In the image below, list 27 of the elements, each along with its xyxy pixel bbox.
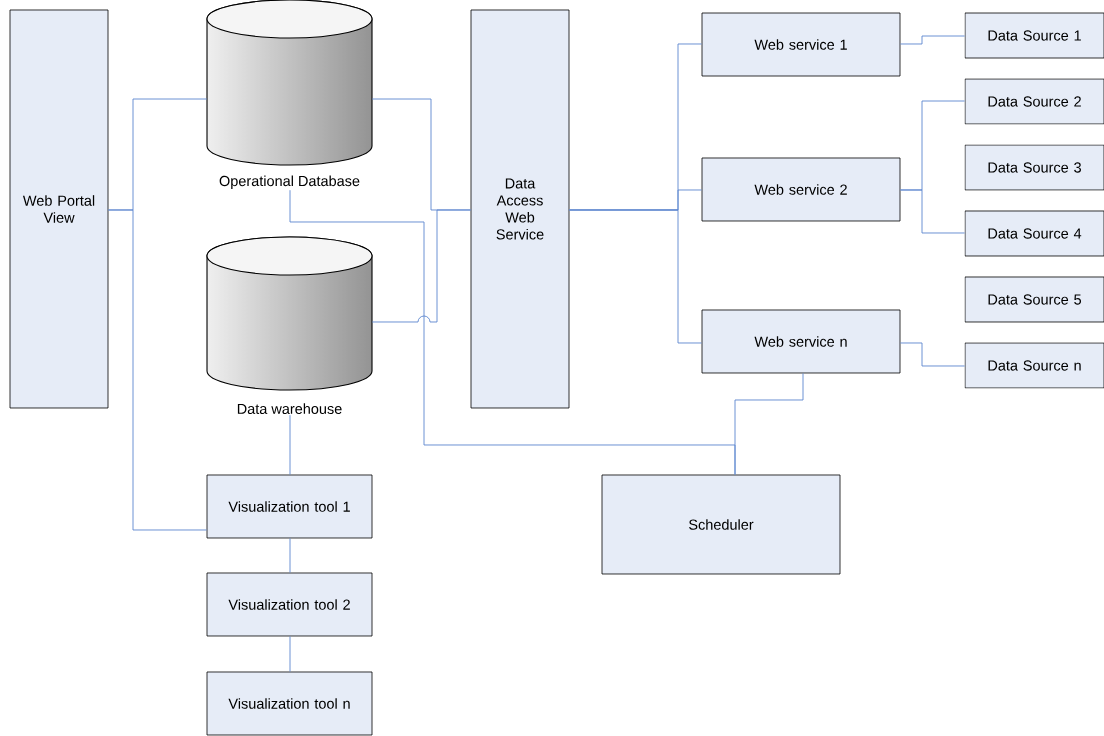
process-box: Data Source n	[964, 342, 1104, 389]
connector-line	[899, 35, 966, 45]
connector-line	[734, 372, 804, 476]
connector-line	[107, 209, 208, 531]
connector-line	[289, 635, 291, 673]
process-box: Visualization tool 1	[206, 474, 373, 539]
process-box: Visualization tool n	[206, 671, 373, 736]
process-box: Scheduler	[601, 474, 841, 575]
database-label: Operational Database	[219, 175, 360, 189]
connector-line	[289, 414, 291, 476]
process-box: Web service n	[701, 309, 901, 374]
process-box: Data Source 4	[964, 210, 1104, 257]
process-box: Data Source 3	[964, 144, 1104, 191]
connector-line	[289, 537, 291, 574]
process-box: Web service 2	[701, 157, 901, 222]
connector-line	[371, 209, 472, 323]
process-box: Web service 1	[701, 12, 901, 77]
process-box: Data Access Web Service	[470, 9, 570, 409]
process-box: Visualization tool 2	[206, 572, 373, 637]
process-box: Web Portal View	[9, 9, 109, 409]
connector-line	[568, 209, 703, 344]
process-box: Data Source 5	[964, 276, 1104, 323]
connector-line	[899, 342, 966, 367]
process-box: Data Source 2	[964, 78, 1104, 125]
database-label: Data warehouse	[237, 403, 342, 414]
connector-line	[899, 189, 966, 234]
process-box: Data Source 1	[964, 12, 1104, 59]
